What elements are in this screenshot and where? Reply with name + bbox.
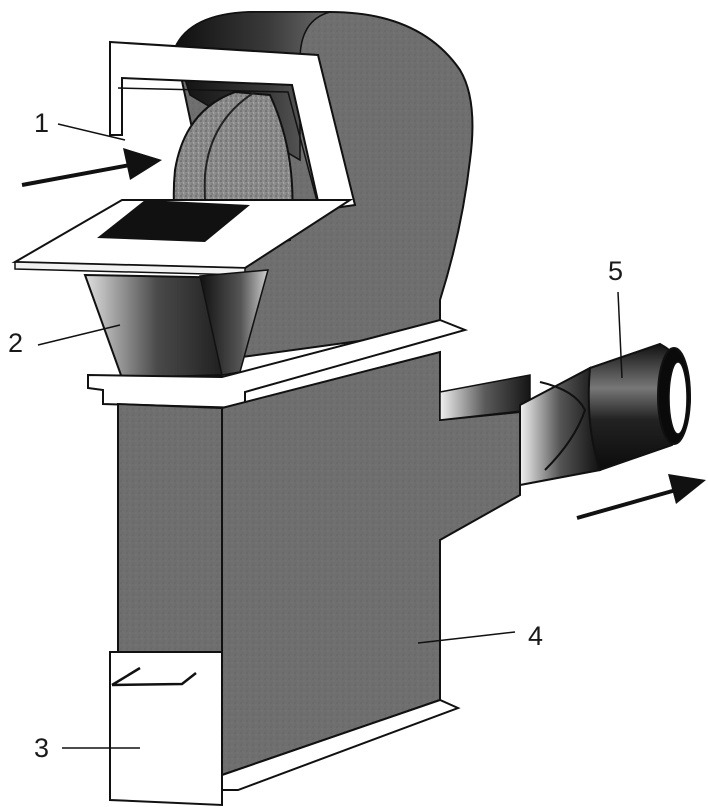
callout-3: 3 (34, 733, 49, 763)
callout-leader-5 (617, 291, 623, 379)
inlet-arrow-icon (21, 148, 162, 187)
callout-leader-4 (417, 631, 516, 644)
inlet-frame (109, 40, 357, 212)
callout-2: 2 (8, 328, 23, 358)
callout-leader-2 (37, 324, 121, 346)
middle-flange (87, 318, 469, 410)
callout-1: 1 (34, 108, 49, 138)
callout-4: 4 (528, 621, 543, 651)
collection-box (109, 651, 223, 807)
callout-5: 5 (608, 256, 623, 286)
inlet-opening (97, 200, 250, 242)
outlet-arrow-icon (576, 474, 706, 520)
outlet-inner-curve (539, 381, 587, 471)
collection-box-handle (111, 666, 197, 687)
outlet-pipe-mouth-inner (668, 361, 688, 435)
callout-leader-1 (57, 123, 126, 141)
inlet-frame-inner (117, 87, 319, 206)
